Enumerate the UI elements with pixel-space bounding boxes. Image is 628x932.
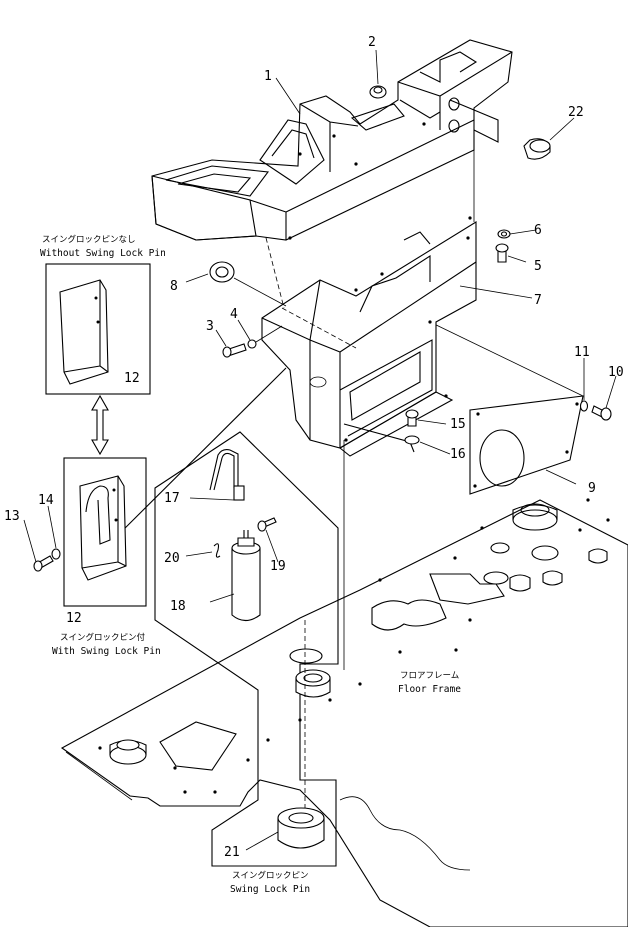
callout-8: 8 [170,279,178,294]
caption-without-lock-en: Without Swing Lock Pin [40,248,166,259]
callout-10: 10 [608,365,624,380]
callout-1: 1 [264,69,272,84]
callout-5: 5 [534,259,542,274]
caption-swing-lock-en: Swing Lock Pin [230,884,310,895]
caption-without-lock-jp: スイングロックピンなし [42,234,136,245]
caption-with-lock-en: With Swing Lock Pin [52,646,161,657]
caption-with-lock-jp: スイングロックピン付 [60,632,146,643]
small-parts [33,85,612,572]
callout-12-top: 12 [124,371,140,386]
callout-14: 14 [38,493,54,508]
callout-17: 17 [164,491,180,506]
callout-20: 20 [164,551,180,566]
swing-lock-detail-frame [104,367,339,867]
inset-without-lock [45,263,151,395]
inset-with-lock [63,457,147,607]
callout-15: 15 [450,417,466,432]
callout-12-bottom: 12 [66,611,82,626]
callout-21: 21 [224,845,240,860]
callout-16: 16 [450,447,466,462]
swing-lock-pin-parts [209,449,331,849]
callout-13: 13 [4,509,20,524]
base-box-7 [261,221,477,670]
upper-console-1 [151,39,513,241]
cover-plate-9 [429,321,584,495]
callout-22: 22 [568,105,584,120]
callout-18: 18 [170,599,186,614]
leader-lines [23,49,617,851]
callout-19: 19 [270,559,286,574]
callout-2: 2 [368,35,376,50]
callout-11: 11 [574,345,590,360]
callout-4: 4 [230,307,238,322]
double-arrow-icon [91,394,109,456]
callout-3: 3 [206,319,214,334]
callout-9: 9 [588,481,596,496]
caption-floor-frame-en: Floor Frame [398,684,461,695]
callout-numbers: 1 2 3 4 5 6 7 8 9 10 11 12 12 13 14 15 1… [4,35,624,860]
callout-7: 7 [534,293,542,308]
floor-frame [60,498,628,928]
captions: スイングロックピンなし Without Swing Lock Pin スイングロ… [40,234,461,895]
callout-6: 6 [534,223,542,238]
caption-swing-lock-jp: スイングロックピン [232,870,309,881]
caption-floor-frame-jp: フロアフレーム [400,671,459,681]
